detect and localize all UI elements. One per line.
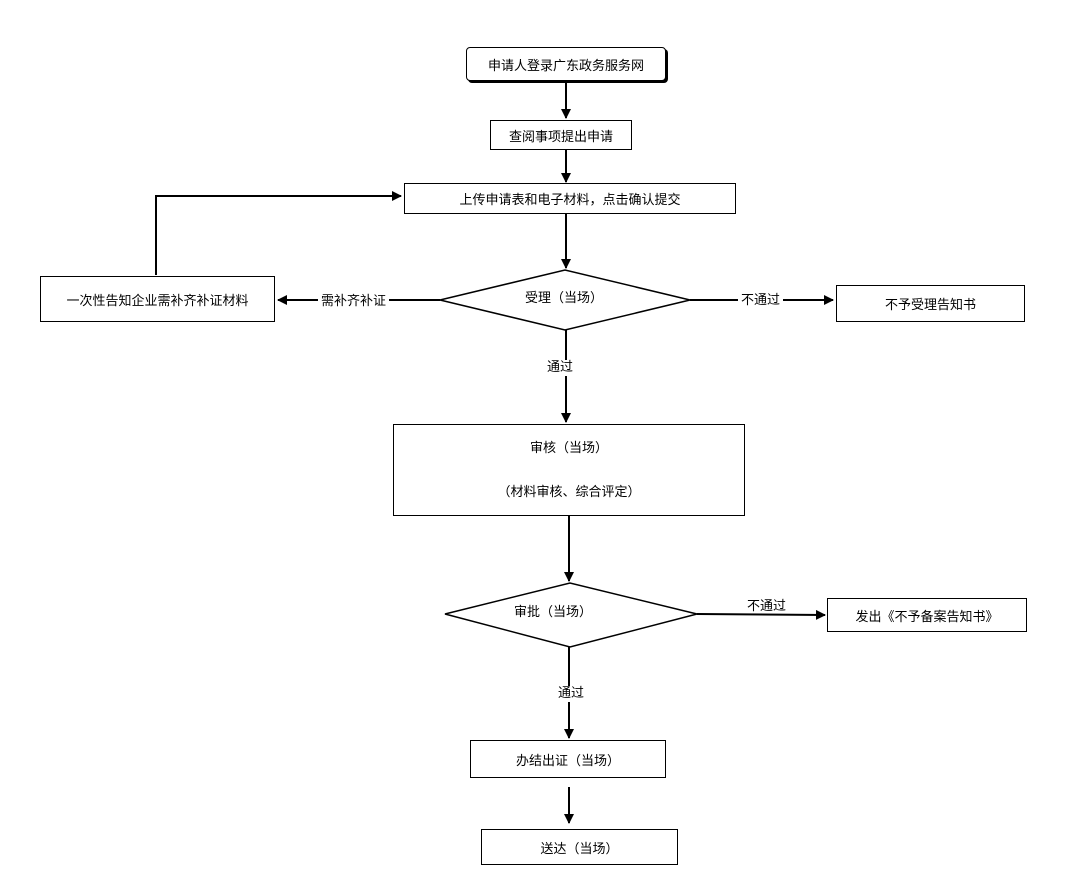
apply-box: 查阅事项提出申请 xyxy=(490,120,632,150)
review-box: 审核（当场） （材料审核、综合评定） xyxy=(393,424,745,516)
edge-pass-approve-label: 通过 xyxy=(556,686,587,702)
upload-label: 上传申请表和电子材料，点击确认提交 xyxy=(459,193,681,208)
decision-approve-shape xyxy=(444,582,698,648)
deliver-label: 送达（当场） xyxy=(540,841,619,857)
deliver-box: 送达（当场） xyxy=(481,829,678,865)
edge-fail-accept-label: 不通过 xyxy=(738,293,784,309)
login-box: 申请人登录广东政务服务网 xyxy=(466,47,666,81)
issue-box: 办结出证（当场） xyxy=(470,740,666,778)
supplement-box: 一次性告知企业需补齐补证材料 xyxy=(40,276,275,322)
edge-pass-accept-label: 通过 xyxy=(545,360,576,376)
review-subtitle: （材料审核、综合评定） xyxy=(497,485,641,500)
approve-label: 审批（当场） xyxy=(514,605,593,620)
reject-accept-box: 不予受理告知书 xyxy=(836,285,1025,322)
reject-record-label: 发出《不予备案告知书》 xyxy=(855,609,999,625)
apply-label: 查阅事项提出申请 xyxy=(508,129,613,145)
edge-fail-approve-label: 不通过 xyxy=(747,599,787,614)
issue-label: 办结出证（当场） xyxy=(515,753,620,769)
upload-box: 上传申请表和电子材料，点击确认提交 xyxy=(404,183,736,214)
reject-accept-label: 不予受理告知书 xyxy=(884,298,976,313)
login-label: 申请人登录广东政务服务网 xyxy=(487,58,644,74)
reject-record-box: 发出《不予备案告知书》 xyxy=(827,598,1027,632)
arrow-supplement-loop xyxy=(155,191,402,275)
supplement-label: 一次性告知企业需补齐补证材料 xyxy=(66,293,249,309)
review-title: 审核（当场） xyxy=(529,441,608,456)
edge-need-supplement-label: 需补齐补证 xyxy=(318,294,390,310)
accept-label: 受理（当场） xyxy=(525,291,604,306)
decision-accept-shape xyxy=(439,269,691,331)
arrow-approve-reject xyxy=(696,609,826,620)
